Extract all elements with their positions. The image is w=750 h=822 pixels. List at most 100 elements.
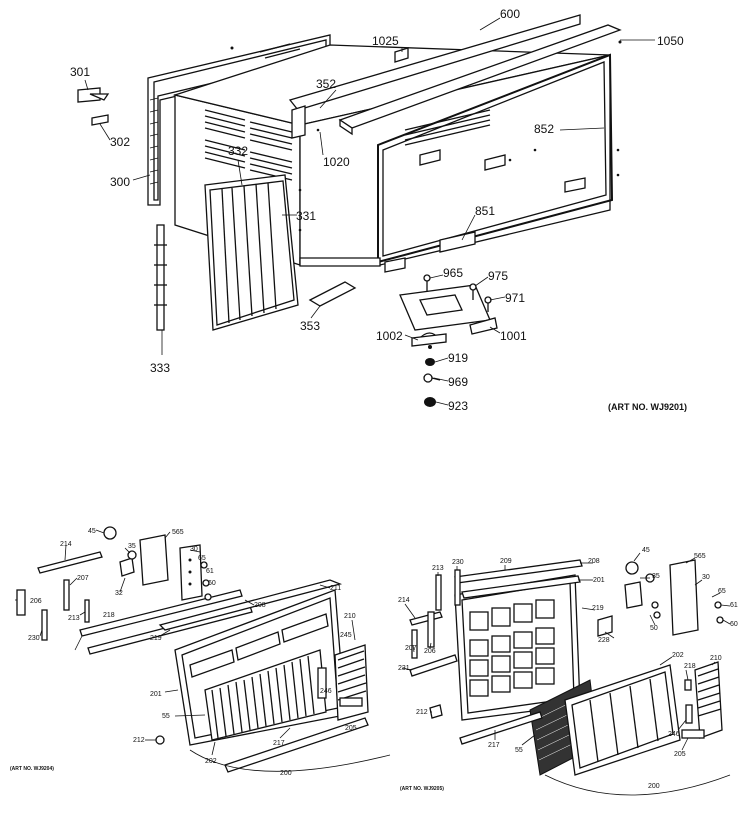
br-label-218: 218 xyxy=(684,663,696,670)
bl-label-35: 35 xyxy=(128,543,136,550)
label-333: 333 xyxy=(150,361,170,375)
br-label-50: 50 xyxy=(650,625,658,632)
label-969: 969 xyxy=(448,375,468,389)
label-965: 965 xyxy=(443,266,463,280)
label-302: 302 xyxy=(110,135,130,149)
label-600: 600 xyxy=(500,7,520,21)
bracket-1025 xyxy=(394,47,409,63)
label-971: 971 xyxy=(505,291,525,305)
art-number-bottom-right: (ART NO. WJ9205) xyxy=(400,786,444,792)
top-assembly: 600 1050 1025 301 302 300 352 852 1020 3… xyxy=(70,7,687,413)
br-label-230: 230 xyxy=(452,559,464,566)
br-label-35: 35 xyxy=(652,573,660,580)
br-label-202: 202 xyxy=(672,652,684,659)
label-1002: 1002 xyxy=(376,329,403,343)
br-label-231: 231 xyxy=(398,665,410,672)
br-label-228: 228 xyxy=(598,637,610,644)
bl-label-200: 200 xyxy=(280,770,292,777)
bl-label-211: 211 xyxy=(330,585,341,592)
bl-label-213: 213 xyxy=(68,615,80,622)
bl-label-60: 60 xyxy=(208,580,216,587)
bl-label-201: 201 xyxy=(150,691,162,698)
br-label-210: 210 xyxy=(710,655,722,662)
br-label-205: 205 xyxy=(674,751,686,758)
bl-label-212: 212 xyxy=(133,737,145,744)
label-851: 851 xyxy=(475,204,495,218)
bl-label-32: 32 xyxy=(115,590,123,597)
bl-label-206: 206 xyxy=(30,598,42,605)
bl-label-219: 219 xyxy=(150,635,162,642)
bottom-right-part-labels: 213 230 209 208 45 565 201 35 214 219 30… xyxy=(398,547,738,792)
br-label-565: 565 xyxy=(694,553,706,560)
shaft-333 xyxy=(154,224,167,331)
bl-label-214: 214 xyxy=(60,541,72,548)
br-label-201: 201 xyxy=(593,577,605,584)
screw-975 xyxy=(469,283,477,300)
bl-label-246: 246 xyxy=(320,688,332,695)
bl-label-55: 55 xyxy=(162,713,170,720)
label-1025: 1025 xyxy=(372,34,399,48)
label-1050: 1050 xyxy=(657,34,684,48)
br-label-207: 207 xyxy=(405,645,417,652)
screw-small xyxy=(428,345,432,349)
bl-label-245: 245 xyxy=(340,632,352,639)
br-label-55: 55 xyxy=(515,747,523,754)
art-number-top: (ART NO. WJ9201) xyxy=(608,402,687,412)
label-1001: 1001 xyxy=(500,329,527,343)
bl-label-230: 230 xyxy=(28,635,40,642)
br-label-200: 200 xyxy=(648,783,660,790)
bl-label-65: 65 xyxy=(198,555,206,562)
rear-grille-300 xyxy=(147,34,331,206)
br-label-217: 217 xyxy=(488,742,500,749)
br-label-219: 219 xyxy=(592,605,604,612)
bl-label-210: 210 xyxy=(344,613,356,620)
br-label-213: 213 xyxy=(432,565,444,572)
top-part-labels: 600 1050 1025 301 302 300 352 852 1020 3… xyxy=(70,7,687,413)
bottom-left-part-labels: 45 565 214 35 30 65 207 206 32 61 60 230… xyxy=(10,528,357,777)
washer-919 xyxy=(425,358,435,366)
bl-label-217: 217 xyxy=(273,740,285,747)
base-bracket-1001 xyxy=(399,284,498,335)
label-301: 301 xyxy=(70,65,90,79)
br-label-214: 214 xyxy=(398,597,410,604)
screw-965 xyxy=(423,274,431,292)
bottom-right-assembly: 213 230 209 208 45 565 201 35 214 219 30… xyxy=(398,547,738,796)
art-number-bottom-left: (ART NO. WJ9204) xyxy=(10,766,54,772)
label-331: 331 xyxy=(296,209,316,223)
side-panel-331 xyxy=(204,174,299,331)
label-975: 975 xyxy=(488,269,508,283)
label-923: 923 xyxy=(448,399,468,413)
bottom-left-assembly: 45 565 214 35 30 65 207 206 32 61 60 230… xyxy=(10,526,391,777)
screw-969 xyxy=(423,373,441,383)
bl-label-207: 207 xyxy=(77,575,89,582)
br-label-45: 45 xyxy=(642,547,650,554)
bl-label-45: 45 xyxy=(88,528,96,535)
br-label-60: 60 xyxy=(730,621,738,628)
clip-301 xyxy=(77,87,110,103)
br-label-212: 212 xyxy=(416,709,428,716)
br-label-208: 208 xyxy=(588,558,600,565)
bl-label-205: 205 xyxy=(345,725,357,732)
label-919: 919 xyxy=(448,351,468,365)
bl-label-208: 208 xyxy=(254,602,266,609)
br-label-65: 65 xyxy=(718,588,726,595)
label-353: 353 xyxy=(300,319,320,333)
br-label-246: 246 xyxy=(668,731,680,738)
bl-label-61: 61 xyxy=(206,568,214,575)
label-852: 852 xyxy=(534,122,554,136)
bl-label-202: 202 xyxy=(205,758,217,765)
label-300: 300 xyxy=(110,175,130,189)
label-1020: 1020 xyxy=(323,155,350,169)
washer-923 xyxy=(424,397,436,407)
br-label-30: 30 xyxy=(702,574,710,581)
br-label-209: 209 xyxy=(500,558,512,565)
clip-1002 xyxy=(411,332,447,347)
bl-label-565: 565 xyxy=(172,529,184,536)
bl-label-30: 30 xyxy=(190,546,198,553)
bracket-353 xyxy=(308,281,357,307)
clip-302 xyxy=(91,114,109,126)
br-label-206: 206 xyxy=(424,648,436,655)
top-rails xyxy=(288,14,622,139)
bl-label-218: 218 xyxy=(103,612,115,619)
